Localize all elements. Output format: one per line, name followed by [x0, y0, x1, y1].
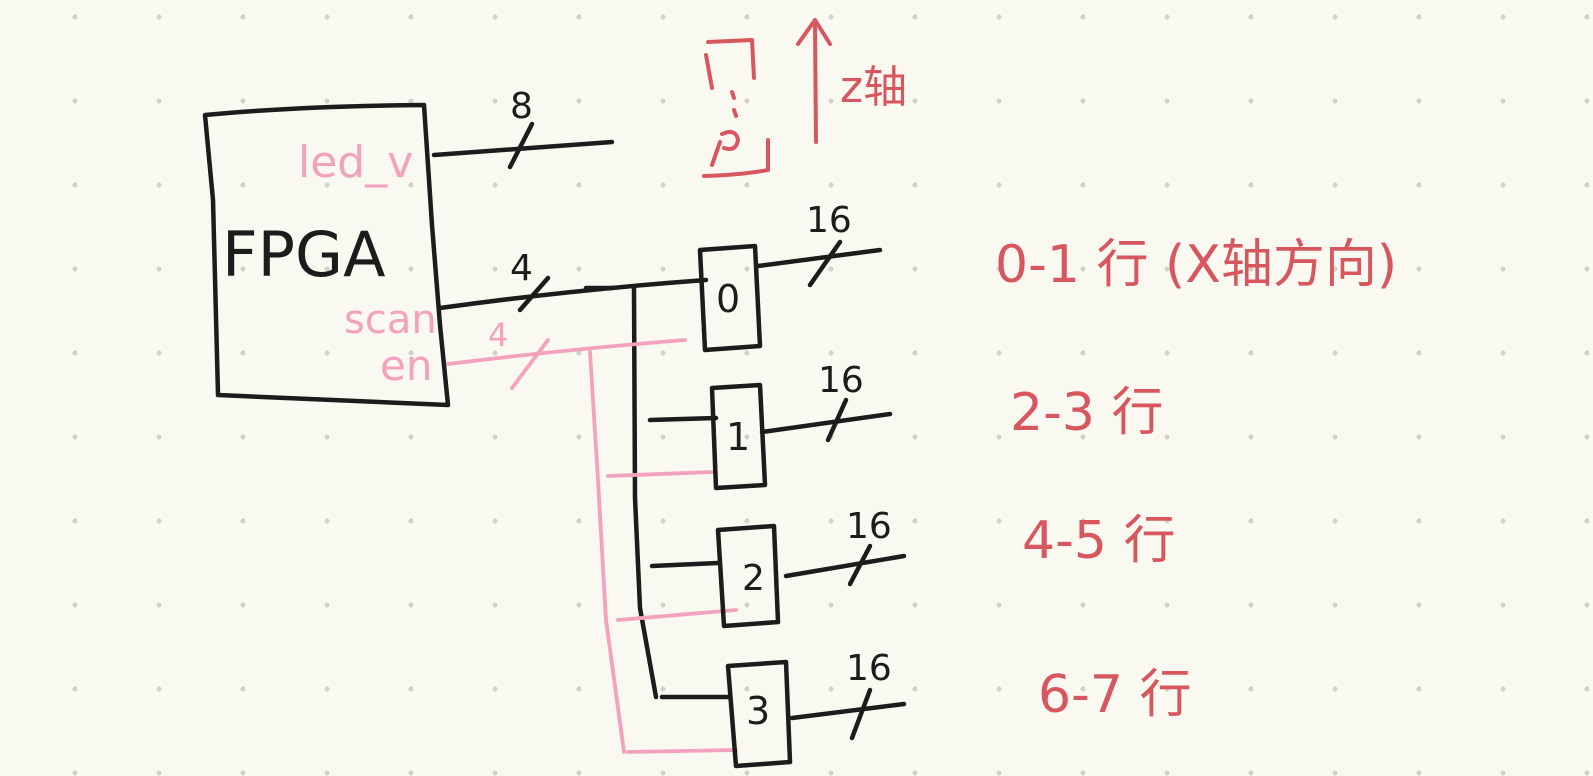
decoder-3: 3 16 6-7 行	[725, 648, 1191, 769]
decoder-0-label: 0	[716, 277, 740, 321]
z-layer-dots	[730, 90, 738, 118]
enable-bus: 4	[446, 316, 738, 754]
led-v-wire	[431, 139, 615, 158]
decoder-3-rows-label: 6-7 行	[1038, 665, 1191, 725]
en-port-label: en	[380, 341, 432, 390]
decoder-2-output-wire	[783, 553, 907, 579]
fpga-title: FPGA	[222, 218, 386, 291]
fpga-box	[202, 102, 451, 408]
scan-to-decoder-1	[647, 415, 719, 423]
decoder-3-output-slash	[849, 687, 873, 741]
decoder-3-output-width: 16	[846, 648, 892, 689]
z-axis-arrow-shaft	[813, 20, 818, 144]
decoder-1-output-wire	[759, 411, 893, 435]
scan-bus-width: 4	[510, 248, 533, 289]
scan-port-label: scan	[344, 297, 437, 343]
decoder-0-rows-label: 0-1 行 (X轴方向)	[995, 235, 1397, 295]
decoder-0-output-width: 16	[806, 200, 852, 241]
decoder-1-output-width: 16	[818, 360, 864, 401]
decoder-3-box	[725, 659, 793, 769]
led-v-port-label: led_v	[298, 137, 413, 188]
z-axis-label: z轴	[840, 62, 907, 113]
decoder-3-label: 3	[746, 689, 770, 733]
decoder-2-output-width: 16	[846, 506, 892, 547]
decoder-1-rows-label: 2-3 行	[1010, 383, 1163, 443]
en-to-decoder-2	[616, 608, 738, 622]
en-bus-width: 4	[488, 316, 508, 354]
en-to-decoder-3	[626, 748, 738, 754]
decoder-1: 1 16 2-3 行	[709, 360, 1163, 491]
decoder-0-box	[697, 243, 763, 353]
decoder-1-box	[709, 382, 768, 491]
decoder-2: 2 16 4-5 行	[715, 506, 1175, 629]
scan-bus: 4	[437, 248, 733, 700]
led-v-bus-width: 8	[510, 86, 533, 127]
decoder-0-output-slash	[807, 239, 843, 288]
decoder-2-box	[715, 523, 781, 629]
en-bus-slash	[510, 338, 550, 390]
scan-wire	[437, 277, 709, 311]
z-axis-arrow-head	[796, 18, 832, 46]
decoder-0: 0 16 0-1 行 (X轴方向)	[697, 200, 1397, 353]
decoder-1-output-slash	[825, 397, 849, 443]
decoder-2-label: 2	[742, 558, 765, 599]
fpga-block: FPGA led_v scan en	[202, 102, 451, 408]
decoder-3-output-wire	[789, 701, 907, 721]
z-axis-annotation: z轴	[702, 18, 907, 178]
decoder-2-output-slash	[847, 543, 873, 587]
scan-distribution-wire	[631, 285, 659, 700]
z-layer-bottom	[702, 138, 770, 178]
scan-to-decoder-2	[649, 560, 721, 569]
en-to-decoder-1	[606, 470, 714, 478]
decoder-1-label: 1	[726, 415, 750, 459]
led-v-bus: 8	[431, 86, 615, 170]
led-v-bus-slash	[507, 121, 535, 170]
en-wire	[446, 338, 687, 366]
scan-bus-slash	[517, 275, 551, 313]
decoder-0-output-wire	[755, 247, 883, 269]
z-layer-top	[706, 38, 756, 80]
en-distribution-wire	[588, 350, 626, 754]
decoder-2-rows-label: 4-5 行	[1022, 511, 1175, 571]
